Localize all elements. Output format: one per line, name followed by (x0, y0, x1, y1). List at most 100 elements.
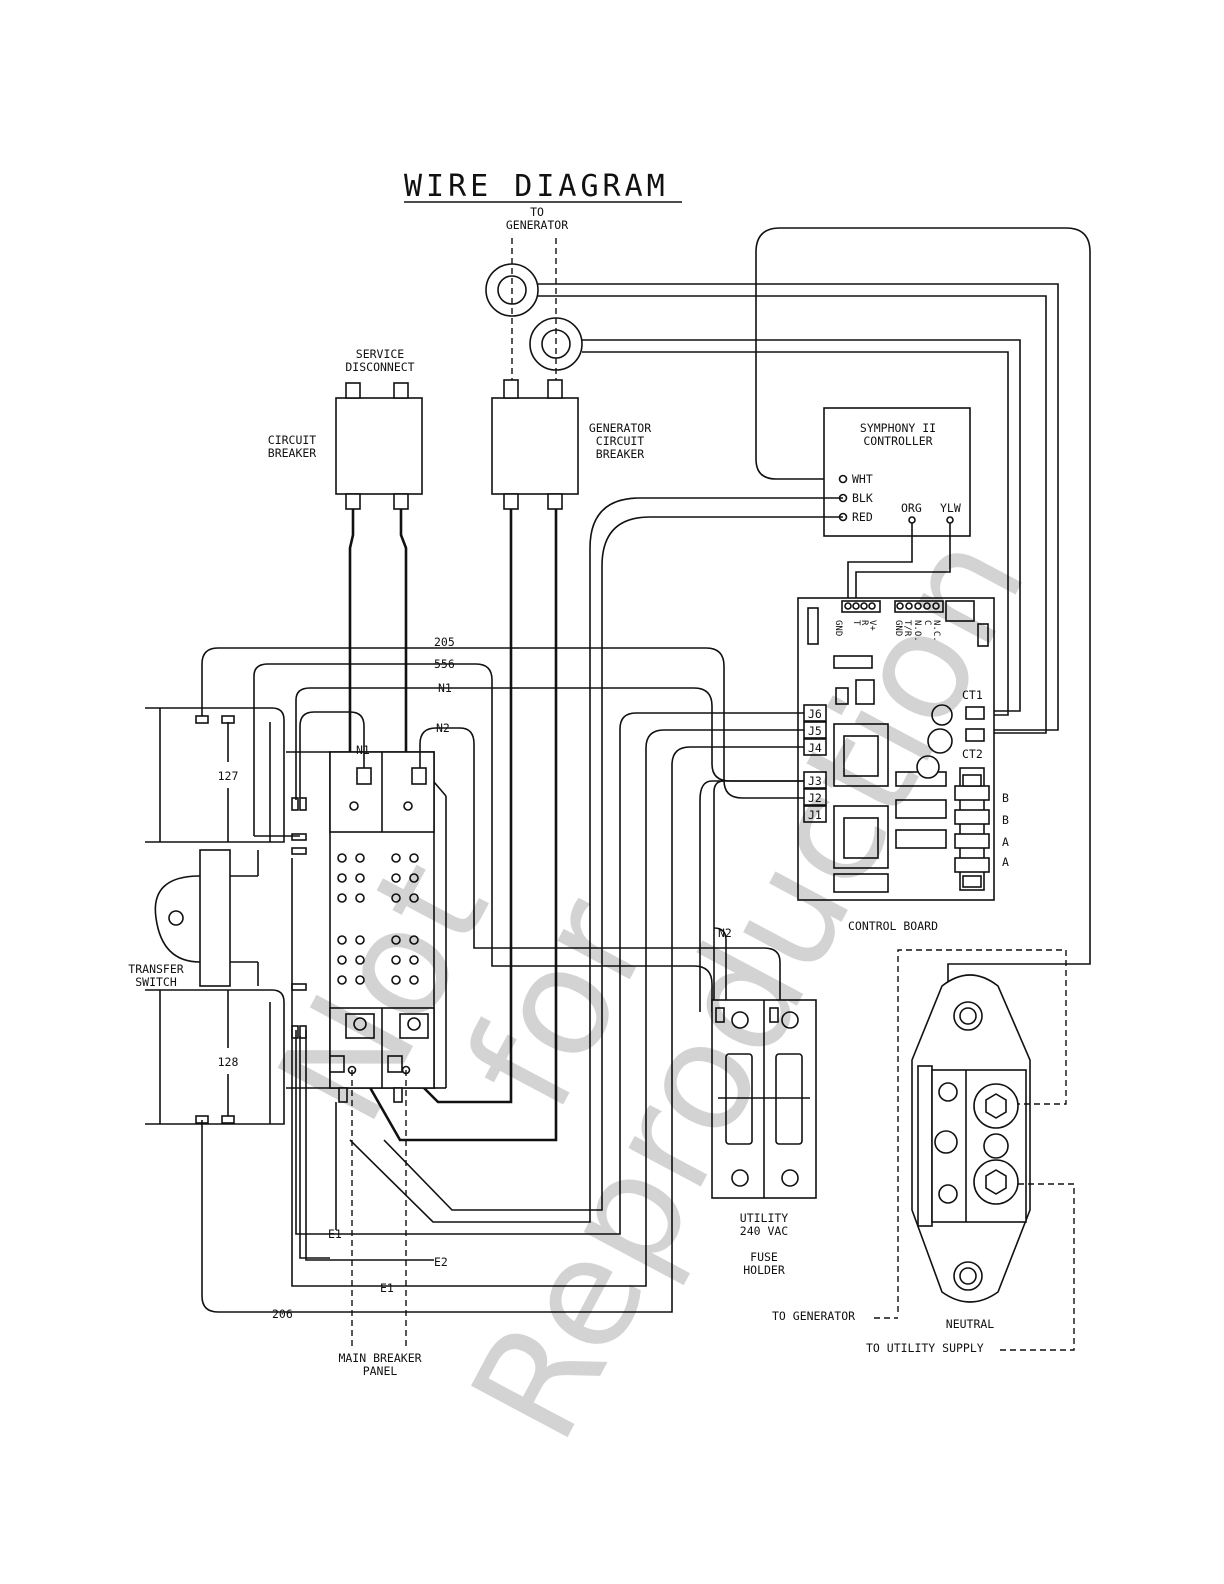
fuse-holder (711, 999, 817, 1199)
service-wire-2 (399, 509, 408, 768)
to-generator-bottom-label: TO GENERATOR (772, 1309, 855, 1323)
generator-wire-2 (358, 509, 558, 1142)
wire-j6 (295, 712, 804, 1235)
contact-dot (337, 955, 347, 965)
wire-128-label: 128 (218, 1055, 239, 1069)
contact-dot (355, 955, 365, 965)
generator-cb-label-1: GENERATOR (589, 421, 651, 435)
symphony-controller (823, 407, 971, 537)
transfer-switch (286, 751, 447, 1103)
contact-dot (409, 873, 419, 883)
circuit-breaker-label-2: BREAKER (268, 446, 317, 460)
ylw-terminal (946, 516, 954, 524)
contact-dot (337, 873, 347, 883)
pin-v-label: V+ (867, 620, 877, 631)
j6-label: J6 (808, 707, 822, 721)
ylw-wire (855, 523, 951, 602)
controller-label-1: SYMPHONY II (860, 421, 936, 435)
j4-label: J4 (808, 741, 822, 755)
fuse-holder-label-2: HOLDER (743, 1263, 785, 1277)
wire-205-label: 205 (434, 635, 455, 649)
org-label: ORG (901, 501, 922, 515)
wire-n1 (295, 687, 804, 800)
terminal-b-label-1: B (1002, 791, 1009, 805)
to-generator-neutral-dash (897, 949, 1067, 1312)
contact-dot (355, 893, 365, 903)
utility-label-2: 240 VAC (740, 1224, 789, 1238)
generator-cb-label-3: BREAKER (596, 447, 645, 461)
transfer-switch-label-2: SWITCH (135, 975, 177, 989)
j2-label: J2 (808, 791, 822, 805)
terminal-b-label-2: B (1002, 813, 1009, 827)
wire-j4-206 (201, 746, 804, 1313)
contact-dot (409, 975, 419, 985)
wire-n2-fuse (713, 927, 727, 1012)
service-disconnect-label-1: SERVICE (356, 347, 405, 361)
limit-switches (291, 797, 307, 1039)
wire-j3-feed (699, 780, 804, 1012)
terminal-a-label-1: A (1002, 835, 1009, 849)
utility-label-1: UTILITY (740, 1211, 789, 1225)
contact-dot (391, 853, 401, 863)
pin-gnd2-label: GND (893, 620, 903, 636)
contact-dot (355, 853, 365, 863)
wire-n1-drop (299, 711, 365, 798)
contact-dot (409, 955, 419, 965)
red-wire (383, 516, 843, 1211)
wire-556-label: 556 (434, 657, 455, 671)
pin-c-label: C (922, 620, 932, 625)
pin-r-label: R (859, 620, 869, 626)
wire-n2-fuse-label: N2 (718, 926, 732, 940)
pin-t-label: T (851, 620, 861, 626)
j1-label: J1 (808, 808, 822, 822)
pin-nc-label: N.C. (931, 620, 941, 642)
ct2-lead-b (582, 351, 1009, 716)
to-generator-label-2: GENERATOR (506, 218, 568, 232)
circuit-breaker-label-1: CIRCUIT (268, 433, 317, 447)
service-circuit-breaker (335, 382, 423, 510)
contact-dot (355, 873, 365, 883)
blk-wire (349, 497, 843, 1223)
contact-dot (391, 975, 401, 985)
pin-tr-label: T/R (902, 620, 912, 637)
wire-206-label: 206 (272, 1307, 293, 1321)
wire-e2-label: E2 (434, 1255, 448, 1269)
control-board-label: CONTROL BOARD (848, 919, 938, 933)
wire-e1-loop (299, 1036, 330, 1259)
wire-e1-label-2: E1 (380, 1281, 394, 1295)
contact-dot (391, 893, 401, 903)
transfer-switch-label-1: TRANSFER (128, 962, 183, 976)
wire-205 (201, 647, 804, 799)
neutral-block (911, 974, 1031, 1303)
transfer-switch-actuator (154, 849, 259, 987)
ct2-lead-a (582, 339, 1021, 712)
j3-label: J3 (808, 774, 822, 788)
contact-dot (337, 975, 347, 985)
generator-circuit-breaker (491, 379, 579, 510)
red-label: RED (852, 510, 873, 524)
transfer-switch-contacts (337, 853, 419, 985)
ct2-label: CT2 (962, 747, 983, 761)
wire-n2 (419, 727, 781, 1012)
to-utility-label: TO UTILITY SUPPLY (866, 1341, 984, 1355)
wire-j5 (291, 729, 804, 1287)
contact-dot (355, 935, 365, 945)
neutral-label: NEUTRAL (946, 1317, 995, 1331)
service-wire-1 (348, 509, 355, 768)
pin-no-label: N.O. (912, 620, 922, 642)
wire-e1-label-1: E1 (328, 1227, 342, 1241)
to-generator-label-1: TO (530, 205, 544, 219)
wire-n2-label: N2 (436, 721, 450, 735)
contact-dot (391, 955, 401, 965)
ct1-lead-b (538, 295, 1047, 734)
wht-terminal (838, 474, 848, 484)
to-utility-neutral-dash (998, 1183, 1075, 1351)
ylw-label: YLW (940, 501, 961, 515)
wire-n1-label: N1 (438, 681, 452, 695)
fuse-holder-label-1: FUSE (750, 1250, 778, 1264)
wire-e2 (305, 1030, 434, 1261)
control-board (797, 597, 995, 901)
controller-label-2: CONTROLLER (863, 434, 932, 448)
contact-dot (337, 935, 347, 945)
